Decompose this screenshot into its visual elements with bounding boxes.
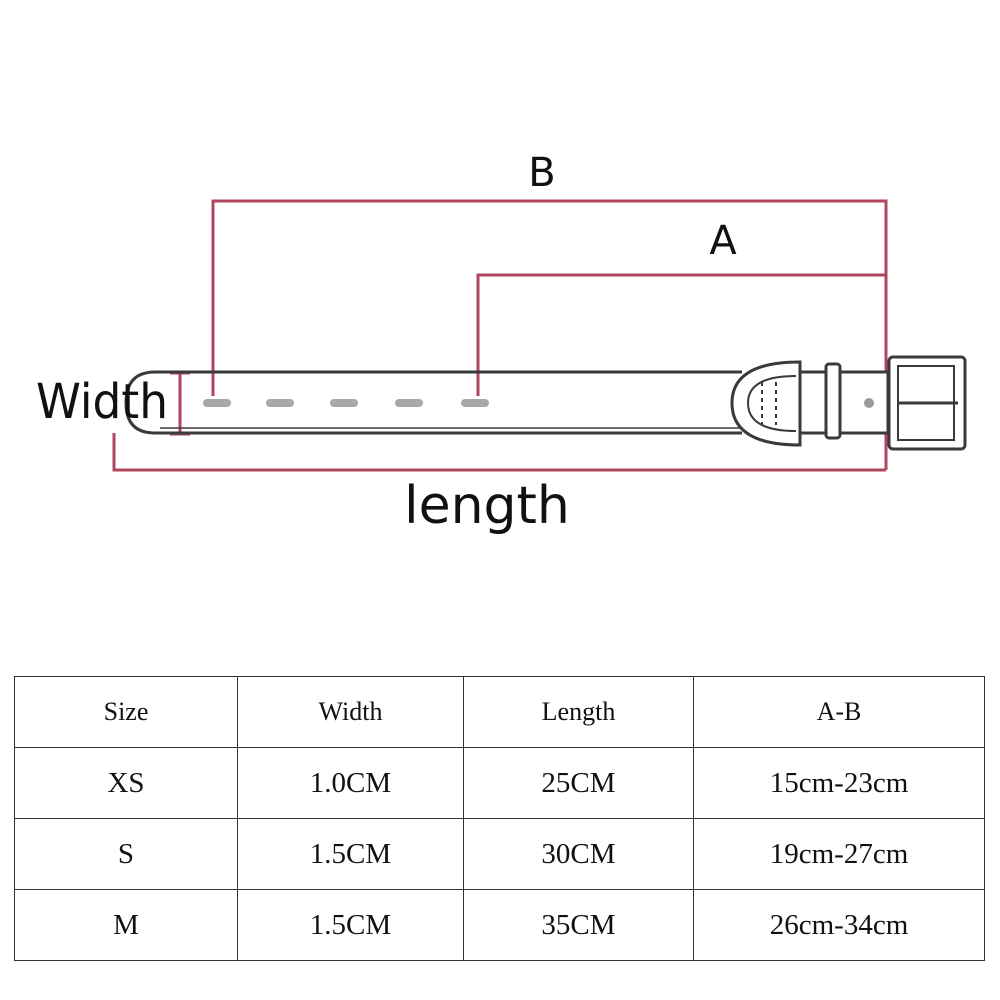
cell-width: 1.0CM: [237, 747, 464, 819]
table-row: XS 1.0CM 25CM 15cm-23cm: [14, 747, 985, 819]
strap-hole: [330, 399, 358, 407]
dimension-a-line: [476, 273, 886, 396]
dimension-width-label: Width: [36, 374, 168, 430]
cell-size: S: [14, 818, 238, 890]
cell-a-b: 15cm-23cm: [693, 747, 985, 819]
cell-size: M: [14, 889, 238, 961]
dimension-a-label: A: [709, 218, 737, 264]
strap-hole: [203, 399, 231, 407]
cell-a-b: 26cm-34cm: [693, 889, 985, 961]
strap-body: [124, 370, 742, 435]
cell-width: 1.5CM: [237, 818, 464, 890]
cell-width: 1.5CM: [237, 889, 464, 961]
dimension-length-line: [112, 433, 886, 472]
collar-diagram: B A Width length: [36, 150, 967, 536]
strap-hole: [461, 399, 489, 407]
d-ring: [730, 360, 802, 447]
header-size: Size: [14, 676, 238, 748]
header-a-b: A-B: [693, 676, 985, 748]
header-length: Length: [463, 676, 694, 748]
dimension-b-label: B: [528, 150, 555, 196]
strap-hole: [395, 399, 423, 407]
table-row: M 1.5CM 35CM 26cm-34cm: [14, 889, 985, 961]
cell-length: 30CM: [463, 818, 694, 890]
keeper-loop: [824, 362, 842, 440]
d-ring-outer: [730, 360, 802, 447]
collar-strap: [124, 370, 742, 435]
cell-length: 25CM: [463, 747, 694, 819]
table-row: S 1.5CM 30CM 19cm-27cm: [14, 818, 985, 890]
buckle-assembly: [798, 355, 967, 451]
strap-holes: [203, 399, 489, 407]
dimension-b-line: [211, 199, 888, 470]
rivet: [864, 398, 874, 408]
d-ring-inner: [746, 375, 797, 432]
size-chart-table: Size Width Length A-B XS 1.0CM 25CM 15cm…: [14, 676, 985, 961]
cell-a-b: 19cm-27cm: [693, 818, 985, 890]
table-header-row: Size Width Length A-B: [14, 676, 985, 748]
dimension-length-label: length: [404, 476, 570, 536]
strap-end-plate: [798, 370, 890, 435]
header-width: Width: [237, 676, 464, 748]
cell-length: 35CM: [463, 889, 694, 961]
cell-size: XS: [14, 747, 238, 819]
strap-hole: [266, 399, 294, 407]
